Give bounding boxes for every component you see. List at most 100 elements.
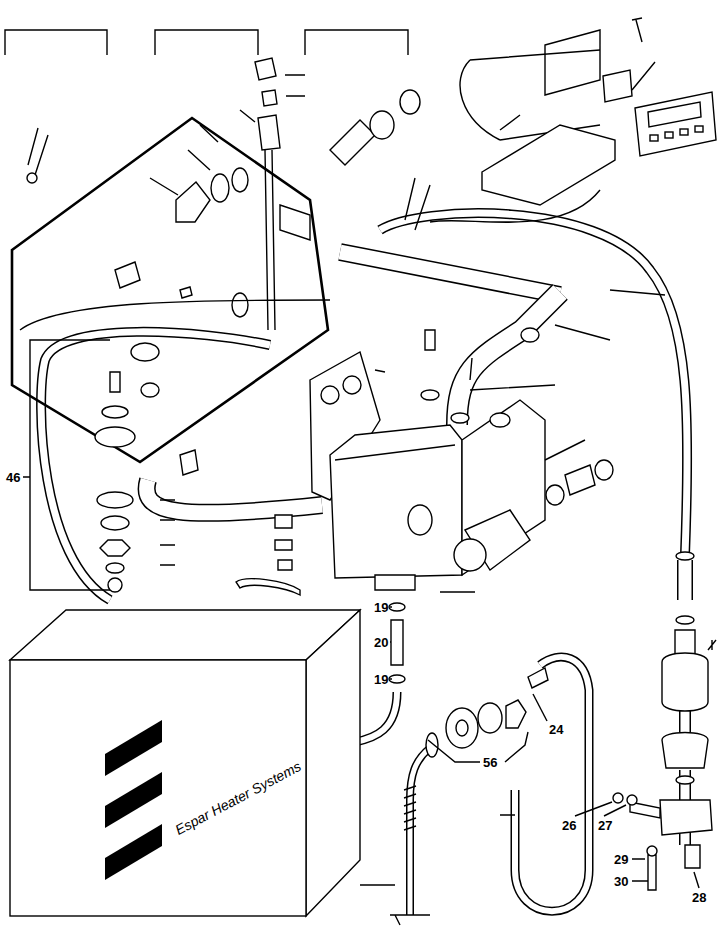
control-panel bbox=[635, 92, 716, 156]
fastener-stack bbox=[160, 500, 175, 565]
group-bracket bbox=[305, 30, 408, 55]
connector-parts bbox=[330, 120, 375, 165]
group-bracket bbox=[5, 30, 107, 55]
leader-line bbox=[694, 872, 699, 888]
connector-parts bbox=[262, 90, 277, 106]
mounting-plate bbox=[280, 205, 310, 240]
callout-number: 28 bbox=[692, 890, 706, 905]
product-box: Espar Heater Systems bbox=[10, 660, 306, 916]
fuel-pump bbox=[647, 846, 657, 856]
callout-number: 29 bbox=[614, 852, 628, 867]
fuel-pump bbox=[676, 552, 694, 560]
fastener-stack bbox=[23, 340, 198, 592]
callout-number: 30 bbox=[614, 874, 628, 889]
mounting-plate bbox=[232, 293, 248, 317]
fuel-pump bbox=[627, 795, 637, 805]
fuel-pump bbox=[675, 630, 695, 655]
standpipe bbox=[404, 786, 416, 830]
heater-unit bbox=[321, 386, 339, 404]
heater-unit bbox=[343, 376, 361, 394]
fuel-pump bbox=[613, 552, 716, 890]
hose bbox=[41, 332, 270, 600]
heater-unit bbox=[451, 413, 469, 423]
group-bracket bbox=[155, 30, 258, 55]
control-panel bbox=[460, 50, 600, 140]
fastener-stack bbox=[101, 516, 129, 530]
hose bbox=[340, 252, 560, 295]
standpipe bbox=[390, 915, 430, 925]
standpipe bbox=[390, 668, 548, 925]
hose bbox=[147, 480, 322, 513]
connector-parts bbox=[27, 58, 420, 222]
callout-number: 20 bbox=[374, 635, 388, 650]
callout-number: 56 bbox=[483, 755, 497, 770]
leader-line bbox=[428, 732, 528, 762]
control-panel bbox=[665, 132, 673, 138]
hose bbox=[515, 657, 589, 911]
connector-parts bbox=[27, 173, 37, 183]
fastener-stack bbox=[180, 450, 198, 475]
callout-number: 19 bbox=[374, 672, 388, 687]
hose bbox=[410, 748, 430, 915]
fuel-pump bbox=[685, 845, 700, 868]
heater-unit bbox=[391, 620, 403, 665]
fastener-stack bbox=[106, 563, 124, 573]
control-panel bbox=[650, 135, 658, 141]
heater-unit bbox=[425, 330, 435, 350]
fuel-pump bbox=[676, 776, 694, 784]
control-panel bbox=[545, 30, 600, 95]
mounting-plate bbox=[141, 383, 159, 397]
hose bbox=[410, 748, 430, 915]
logo-stripe bbox=[105, 720, 162, 776]
control-panel bbox=[680, 129, 688, 135]
box-side bbox=[306, 610, 360, 916]
fuel-pump bbox=[613, 793, 623, 803]
logo-stripe bbox=[105, 772, 162, 828]
heater-unit bbox=[408, 505, 432, 535]
heater-unit bbox=[330, 425, 462, 578]
callout-number: 46 bbox=[6, 470, 20, 485]
connector-parts bbox=[255, 58, 276, 80]
connector-parts bbox=[370, 111, 394, 139]
fuel-pump bbox=[648, 855, 656, 890]
callout-number: 26 bbox=[562, 818, 576, 833]
fastener-stack bbox=[95, 427, 135, 447]
callout-number: 27 bbox=[598, 818, 612, 833]
standpipe bbox=[456, 720, 468, 736]
hose bbox=[515, 657, 589, 911]
connector-parts bbox=[28, 128, 210, 195]
fastener-stack bbox=[23, 340, 110, 590]
mounting-plate bbox=[12, 118, 328, 462]
connector-parts bbox=[200, 75, 305, 142]
control-panel bbox=[482, 125, 615, 205]
fastener-stack bbox=[100, 540, 130, 556]
hose bbox=[679, 560, 692, 600]
mounting-plate bbox=[12, 118, 328, 462]
connector-parts bbox=[400, 90, 420, 114]
control-panel bbox=[603, 70, 632, 102]
heater-unit bbox=[565, 465, 595, 495]
standpipe bbox=[506, 700, 526, 728]
box-top bbox=[10, 610, 360, 660]
fastener-stack bbox=[110, 372, 120, 392]
heater-unit bbox=[454, 539, 486, 571]
fuel-pump bbox=[662, 733, 708, 769]
logo-stripe bbox=[105, 824, 162, 880]
heater-unit bbox=[490, 413, 510, 427]
control-panel bbox=[500, 18, 655, 130]
hose bbox=[20, 300, 330, 330]
fuel-pump bbox=[676, 616, 694, 624]
hose bbox=[265, 150, 275, 330]
leader-line bbox=[533, 694, 547, 721]
fastener-stack bbox=[131, 343, 159, 361]
heater-unit bbox=[595, 460, 613, 480]
standpipe bbox=[528, 668, 548, 688]
heater-unit bbox=[546, 485, 564, 505]
connector-parts bbox=[211, 174, 229, 202]
heater-unit bbox=[521, 328, 539, 342]
fuel-pump bbox=[660, 800, 712, 835]
callout-number: 24 bbox=[549, 722, 563, 737]
standpipe bbox=[426, 733, 438, 757]
heater-unit bbox=[236, 579, 300, 595]
mounting-plate bbox=[115, 262, 192, 298]
